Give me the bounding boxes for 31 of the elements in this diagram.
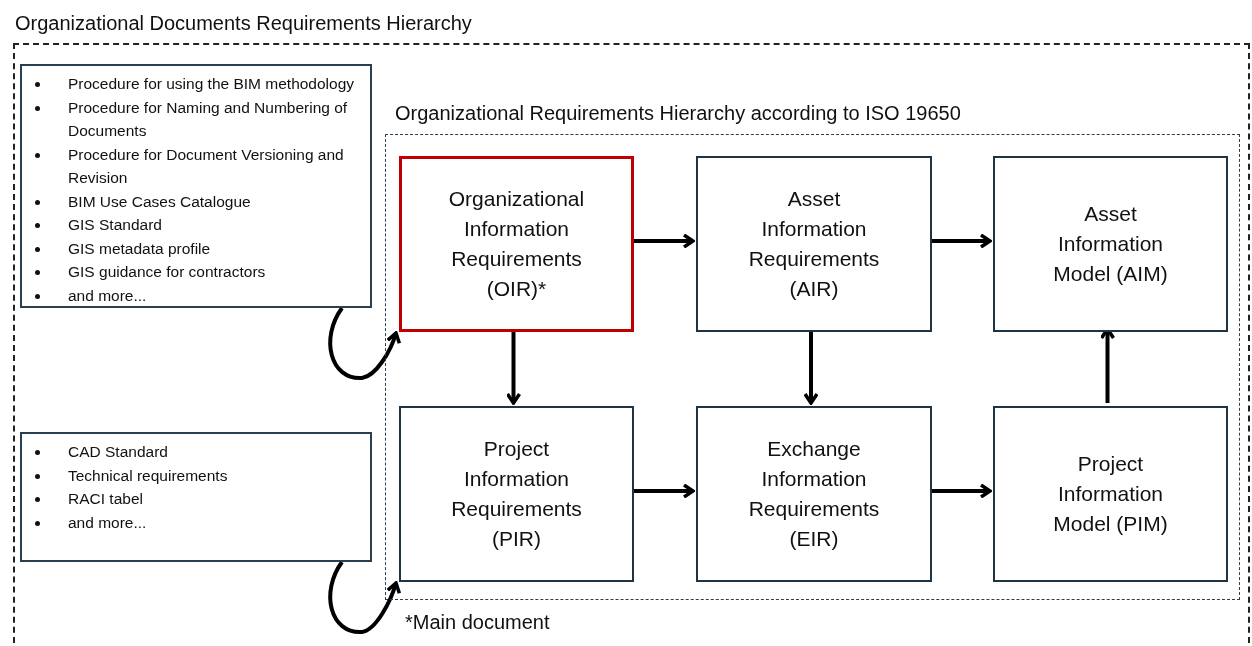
heading: Organizational Requirements Hierarchy according to ISO 19650 bbox=[395, 102, 961, 125]
box-label: Asset Information Model (AIM) bbox=[1052, 201, 1169, 287]
heading: Organizational Documents Requirements Hierarchy bbox=[15, 12, 472, 35]
list-item: Procedure for using the BIM methodology bbox=[32, 72, 366, 96]
list-item: GIS guidance for contractors bbox=[32, 260, 366, 284]
box-label: Organizational Information Requirements (OIR)* bbox=[447, 186, 586, 302]
curved-arrow bbox=[328, 560, 401, 634]
curved-arrow bbox=[328, 306, 401, 380]
footnote: *Main document bbox=[405, 611, 550, 634]
process-box bbox=[399, 406, 634, 582]
document-list-card bbox=[20, 64, 372, 308]
list-item: Procedure for Naming and Numbering of Documents bbox=[32, 95, 366, 143]
box-label: Project Information Requirements (PIR) bbox=[450, 436, 583, 552]
list-item: RACI tabel bbox=[32, 487, 366, 511]
process-box bbox=[993, 156, 1228, 332]
list-item: GIS metadata profile bbox=[32, 236, 366, 260]
box-label: Exchange Information Requirements (EIR) bbox=[747, 436, 881, 552]
box-label: Asset Information Requirements (AIR) bbox=[747, 186, 881, 302]
process-box bbox=[696, 156, 932, 332]
document-list-card bbox=[20, 432, 372, 562]
list-item: CAD Standard bbox=[32, 440, 366, 464]
list-item: and more... bbox=[32, 283, 366, 307]
process-box bbox=[993, 406, 1228, 582]
list-item: Procedure for Document Versioning and Revision bbox=[32, 142, 366, 190]
process-box bbox=[696, 406, 932, 582]
highlighted-process-box bbox=[399, 156, 634, 332]
box-label: Project Information Model (PIM) bbox=[1052, 451, 1169, 537]
list-item: GIS Standard bbox=[32, 213, 366, 237]
list-item: Technical requirements bbox=[32, 463, 366, 487]
list-item: BIM Use Cases Catalogue bbox=[32, 189, 366, 213]
list-item: and more... bbox=[32, 510, 366, 534]
